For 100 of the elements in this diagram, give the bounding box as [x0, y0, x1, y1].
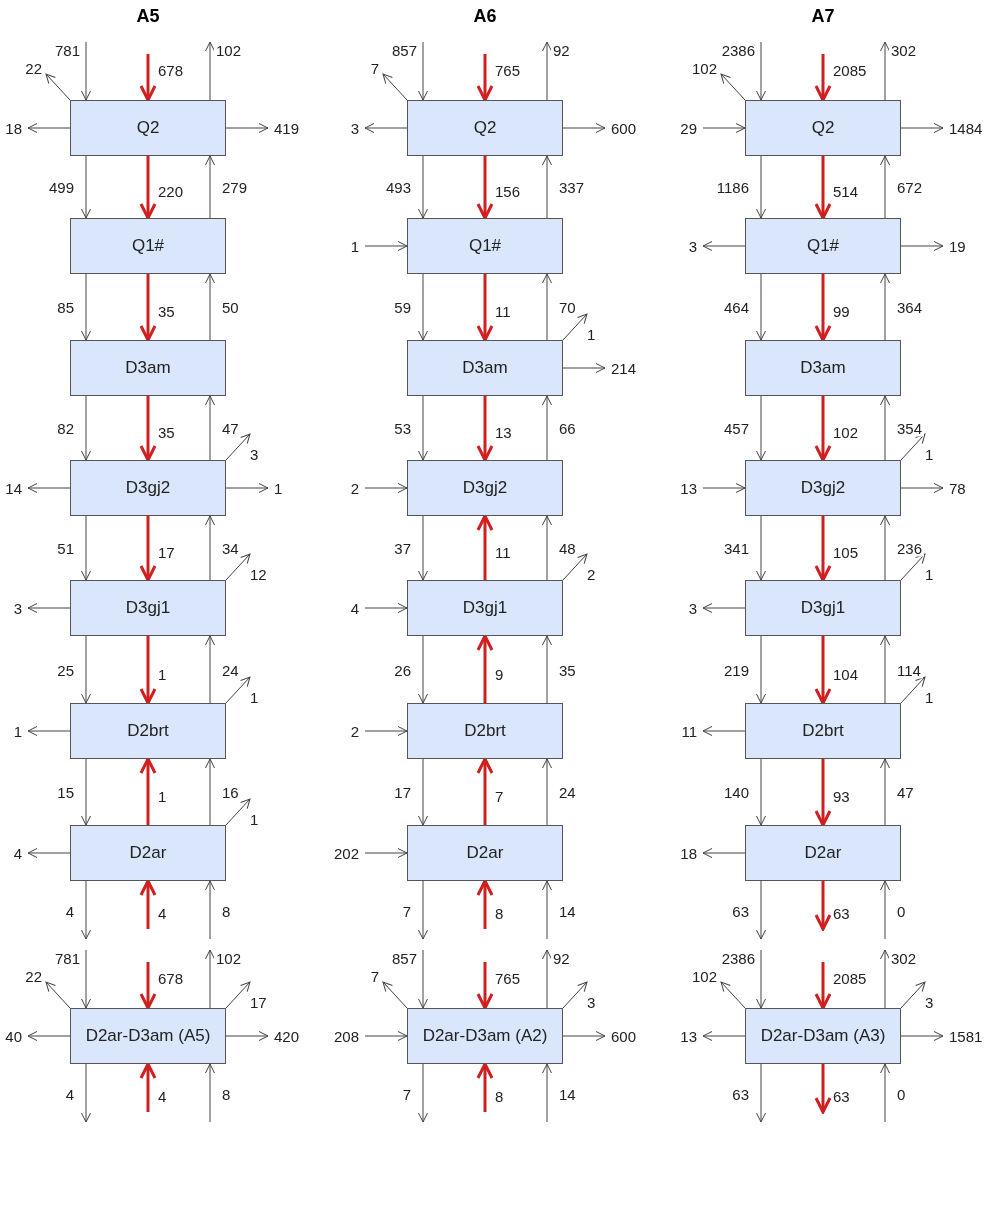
process-box: Q1# — [70, 218, 226, 274]
process-box: D2brt — [407, 703, 563, 759]
flow-arrow — [418, 515, 428, 581]
flow-arrow — [880, 1063, 890, 1123]
process-box: D2ar — [745, 825, 901, 881]
flow-arrow — [364, 603, 408, 613]
flow-arrow — [900, 241, 944, 251]
flow-arrow — [418, 1063, 428, 1123]
flow-arrow — [542, 880, 552, 940]
process-box: D2ar — [407, 825, 563, 881]
process-box: D3gj1 — [745, 580, 901, 636]
flow-arrow — [139, 516, 157, 582]
column-heading: A7 — [811, 5, 835, 27]
process-box: D2ar-D3am (A2) — [407, 1008, 563, 1064]
process-box: Q1# — [745, 218, 901, 274]
process-box: D3gj2 — [745, 460, 901, 516]
flow-arrow — [542, 155, 552, 219]
flow-arrow — [900, 483, 944, 493]
flow-arrow — [542, 949, 552, 1009]
flow-arrow — [814, 54, 832, 102]
flow-arrow — [225, 553, 251, 581]
flow-arrow — [880, 949, 890, 1009]
flow-arrow — [476, 156, 494, 220]
flow-arrow — [139, 636, 157, 705]
process-box: D3gj1 — [407, 580, 563, 636]
flow-arrow — [225, 483, 269, 493]
flow-arrow — [562, 363, 606, 373]
flow-arrow — [900, 1031, 944, 1041]
flow-arrow — [27, 123, 71, 133]
process-box: D2brt — [745, 703, 901, 759]
flow-arrow — [542, 41, 552, 101]
flow-arrow — [418, 880, 428, 940]
flow-arrow — [81, 395, 91, 461]
flow-arrow — [702, 241, 746, 251]
flow-arrow — [880, 515, 890, 581]
flow-arrow — [880, 880, 890, 940]
flow-arrow — [756, 515, 766, 581]
flow-arrow — [81, 155, 91, 219]
flow-arrow — [702, 123, 746, 133]
flow-arrow — [205, 515, 215, 581]
flow-arrow — [476, 396, 494, 462]
flow-arrow — [900, 123, 944, 133]
flow-arrow — [476, 962, 494, 1010]
flow-arrow — [814, 759, 832, 827]
flow-arrow — [139, 274, 157, 342]
process-box: Q2 — [407, 100, 563, 156]
process-box: Q2 — [70, 100, 226, 156]
flow-arrow — [364, 1031, 408, 1041]
flow-arrow — [814, 1064, 832, 1114]
flow-arrow — [205, 635, 215, 704]
flow-arrow — [27, 603, 71, 613]
flow-arrow — [476, 54, 494, 102]
process-box: D2brt — [70, 703, 226, 759]
flow-arrow — [364, 848, 408, 858]
flow-arrow — [418, 395, 428, 461]
flow-arrow — [205, 41, 215, 101]
flow-arrow — [364, 726, 408, 736]
flow-arrow — [476, 1062, 494, 1112]
flow-arrow — [756, 880, 766, 940]
flow-arrow — [27, 1031, 71, 1041]
flow-arrow — [418, 758, 428, 826]
flow-arrow — [418, 949, 428, 1009]
flow-arrow — [814, 274, 832, 342]
process-box: Q1# — [407, 218, 563, 274]
flow-arrow — [27, 726, 71, 736]
flow-arrow — [205, 880, 215, 940]
flow-arrow — [900, 981, 926, 1009]
flow-arrow — [880, 758, 890, 826]
column-heading: A6 — [473, 5, 497, 27]
flow-arrow — [720, 73, 746, 101]
flow-arrow — [225, 123, 269, 133]
flow-arrow — [880, 395, 890, 461]
flow-arrow — [225, 981, 251, 1009]
flow-arrow — [814, 516, 832, 582]
flow-arrow — [562, 123, 606, 133]
flow-arrow — [476, 879, 494, 929]
flow-arrow — [756, 273, 766, 341]
flow-arrow — [562, 313, 588, 341]
flow-arrow — [364, 123, 408, 133]
flow-arrow — [900, 676, 926, 704]
flow-arrow — [814, 156, 832, 220]
flow-arrow — [756, 1063, 766, 1123]
flow-arrow — [418, 635, 428, 704]
flow-arrow — [418, 41, 428, 101]
process-box: D3gj2 — [407, 460, 563, 516]
flow-arrow — [225, 676, 251, 704]
flow-arrow — [418, 273, 428, 341]
flow-arrow — [81, 949, 91, 1009]
flow-arrow — [476, 757, 494, 825]
flow-arrow — [814, 962, 832, 1010]
flow-arrow — [205, 273, 215, 341]
flow-arrow — [27, 848, 71, 858]
process-box: D2ar-D3am (A3) — [745, 1008, 901, 1064]
flow-arrow — [542, 758, 552, 826]
process-box: D3am — [407, 340, 563, 396]
flow-arrow — [562, 1031, 606, 1041]
flow-arrow — [205, 758, 215, 826]
flow-arrow — [756, 635, 766, 704]
process-box: D2ar — [70, 825, 226, 881]
flow-arrow — [476, 634, 494, 703]
